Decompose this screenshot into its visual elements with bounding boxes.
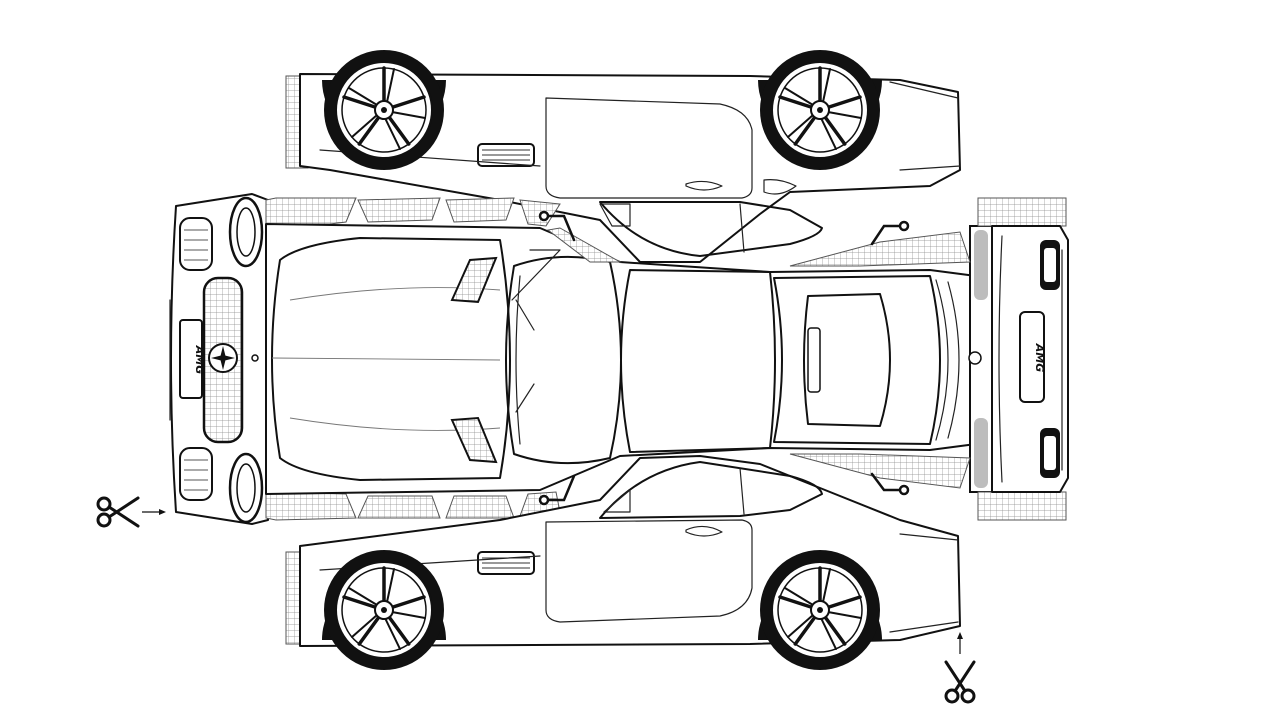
hood-bottom-tabs	[265, 491, 561, 521]
top-body-panel	[251, 223, 993, 495]
fold-arrows	[538, 210, 910, 506]
rear-amg-badge: AMG	[1033, 343, 1046, 373]
rear-panel: AMG	[977, 197, 1069, 521]
front-panel: AMG	[169, 193, 269, 525]
glue-tab-rear-bottom	[789, 453, 971, 489]
glue-tab-mid-top	[546, 227, 622, 263]
arrow-icon	[142, 509, 166, 515]
side-panel-top	[285, 48, 961, 263]
scissors-icon	[96, 496, 140, 528]
glue-tab-rear-top	[789, 231, 971, 267]
glue-tab-rear-upper	[977, 197, 1067, 227]
side-panel-bottom	[285, 455, 961, 672]
glue-tab-rear-lower	[977, 491, 1067, 521]
front-amg-badge: AMG	[193, 345, 206, 375]
hood-top-tabs	[265, 197, 561, 227]
scissors-icon	[944, 660, 976, 704]
arrow-icon	[957, 632, 963, 654]
